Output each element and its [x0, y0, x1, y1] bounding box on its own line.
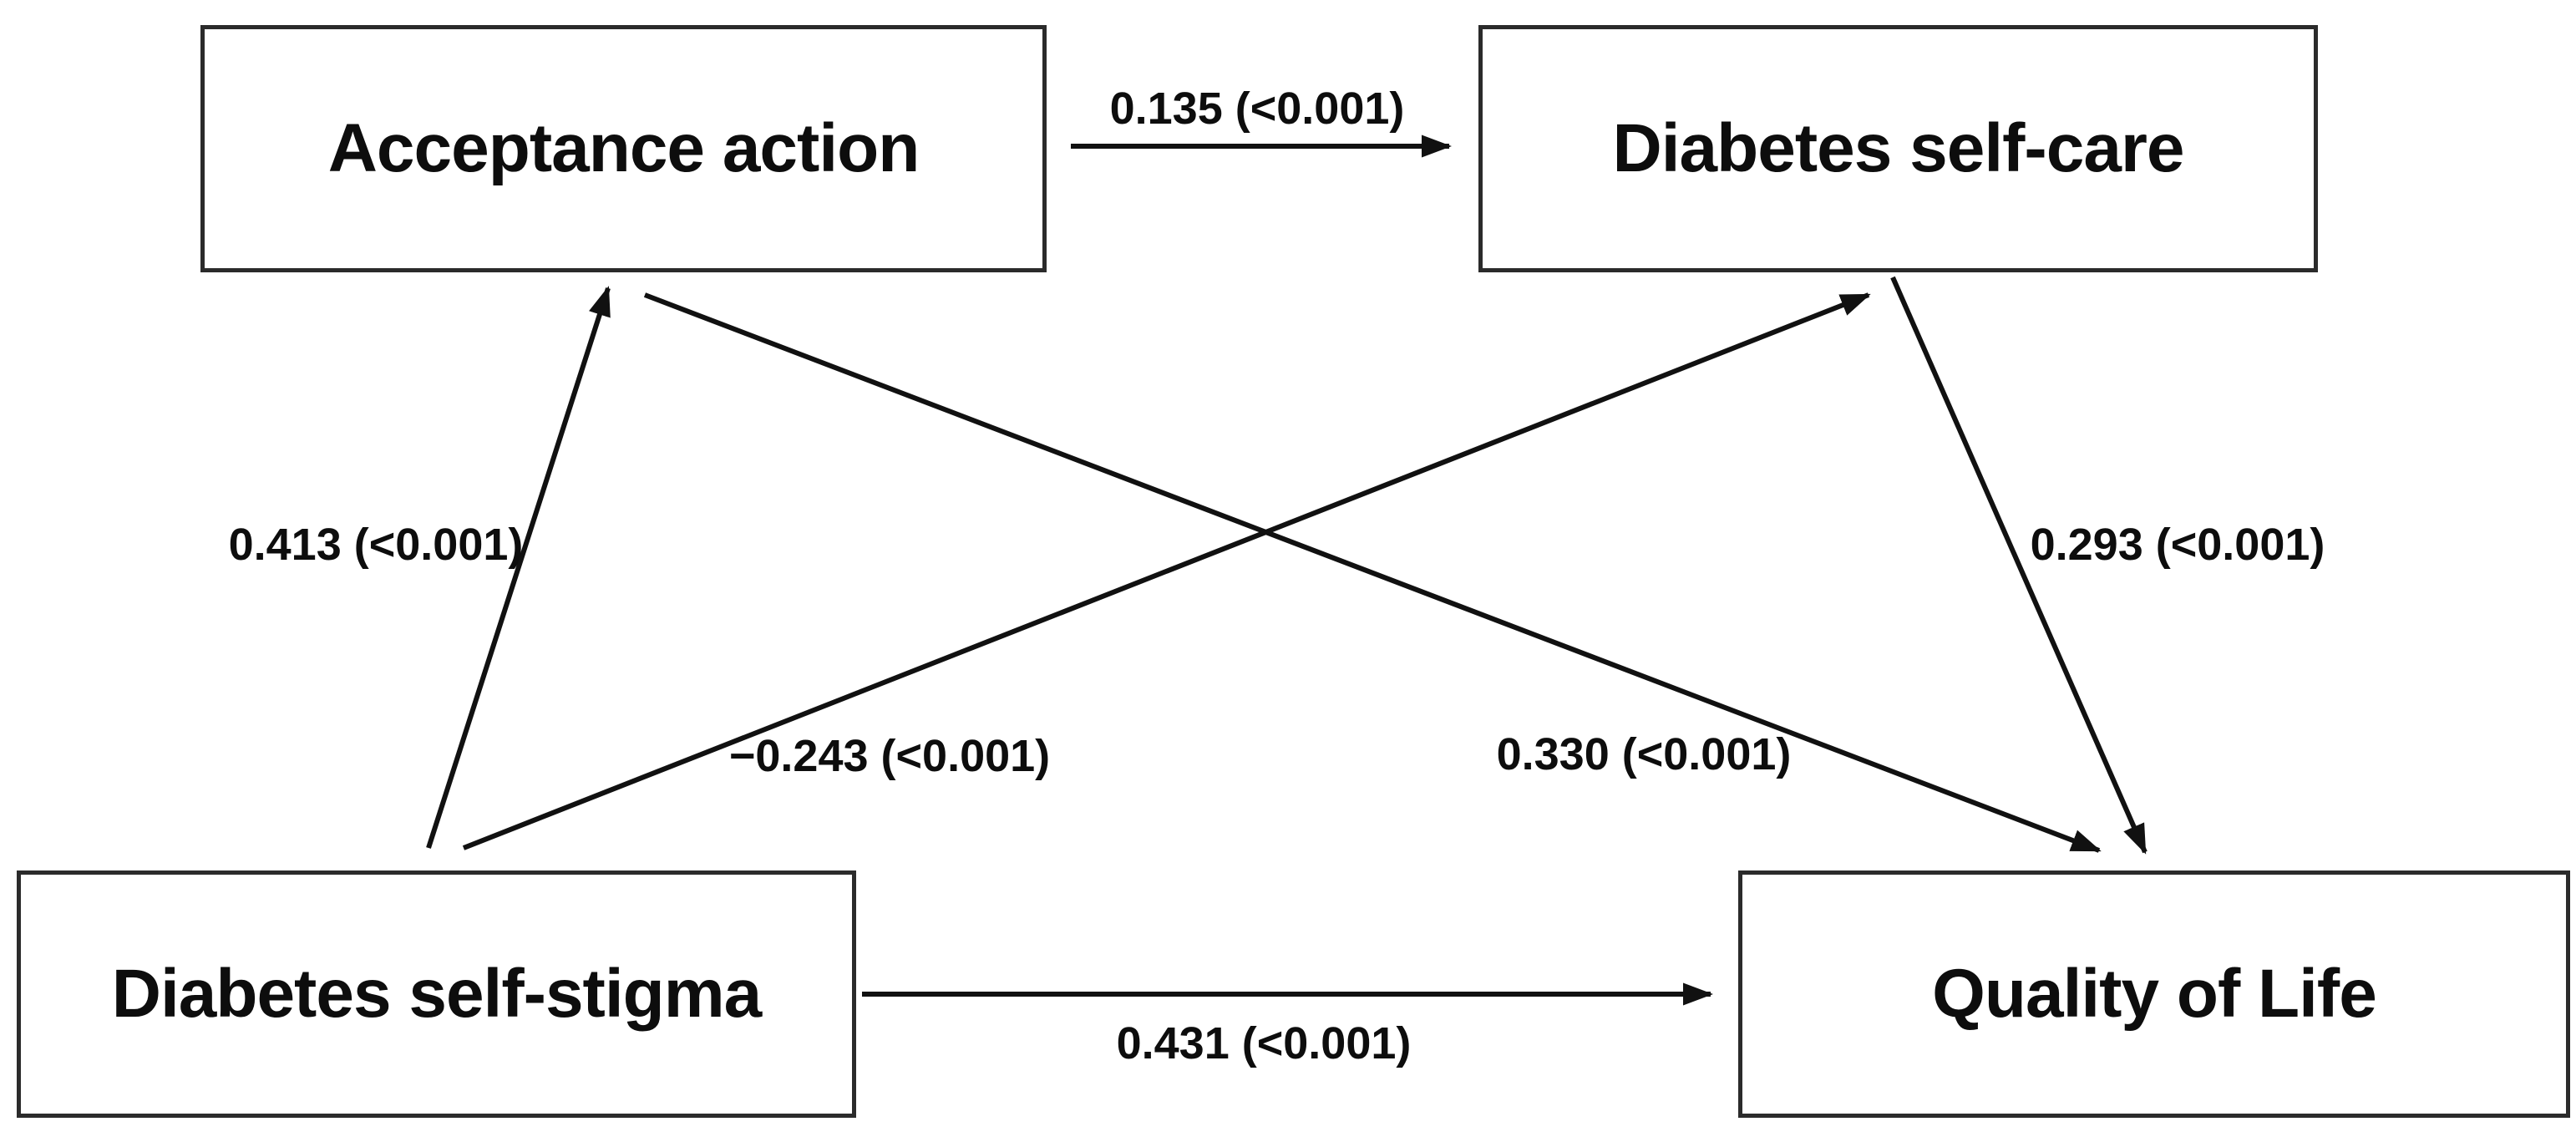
edge-coefficient-selfcare-to-qol: 0.293 (<0.001) — [2030, 520, 2325, 570]
edge-coefficient-acceptance-to-selfcare: 0.135 (<0.001) — [1109, 84, 1405, 134]
edge-coefficient-stigma-to-acceptance: 0.413 (<0.001) — [228, 520, 524, 570]
edge-coefficient-stigma-to-selfcare: −0.243 (<0.001) — [728, 731, 1051, 781]
node-acceptance-action: Acceptance action — [200, 25, 1047, 272]
node-acceptance-action-label: Acceptance action — [327, 110, 920, 186]
node-quality-of-life-label: Quality of Life — [1932, 956, 2377, 1032]
node-diabetes-self-care: Diabetes self-care — [1478, 25, 2318, 272]
node-diabetes-self-stigma: Diabetes self-stigma — [17, 870, 856, 1118]
edge-stigma-to-selfcare-arrow — [462, 292, 1871, 850]
edge-selfcare-to-qol-arrow — [1890, 276, 2148, 855]
edge-coefficient-acceptance-to-qol: 0.330 (<0.001) — [1496, 729, 1792, 779]
node-diabetes-self-care-label: Diabetes self-care — [1612, 110, 2185, 186]
edge-stigma-to-acceptance-arrow — [426, 286, 611, 849]
edge-acceptance-to-qol-arrow — [643, 292, 2102, 853]
node-diabetes-self-stigma-label: Diabetes self-stigma — [111, 956, 762, 1032]
node-quality-of-life: Quality of Life — [1738, 870, 2570, 1118]
edge-coefficient-stigma-to-qol: 0.431 (<0.001) — [1116, 1018, 1412, 1068]
